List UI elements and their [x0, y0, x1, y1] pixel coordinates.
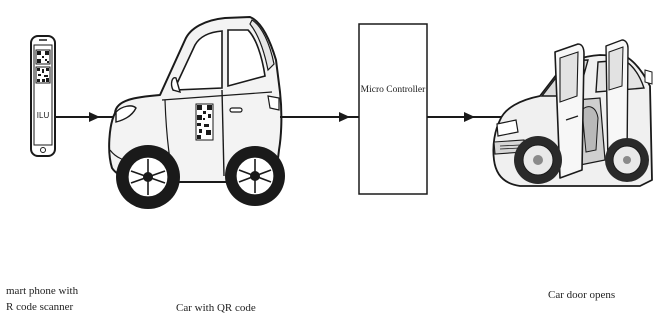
open-car-rear-wheel-icon [605, 138, 649, 182]
car-with-qr-code [109, 17, 285, 209]
phone-caption: mart phone with R code scanner [6, 283, 96, 315]
arrow-controller-to-open-car [427, 112, 502, 122]
qr-car-caption: Car with QR code [176, 300, 256, 316]
phone-screen-text: ILU [37, 111, 50, 120]
car-front-wheel-icon [116, 145, 180, 209]
phone-caption-line-1: mart phone with [6, 283, 96, 299]
micro-controller-box: Micro Controller [359, 24, 427, 194]
car-rear-wheel-icon [225, 146, 285, 206]
open-car-caption: Car door opens [548, 287, 615, 303]
phone-caption-line-2: R code scanner [6, 299, 96, 315]
car-door-open [493, 40, 652, 186]
micro-controller-label: Micro Controller [361, 85, 426, 95]
open-car-front-wheel-icon [514, 136, 562, 184]
car-qr-code-icon [196, 104, 213, 140]
smartphone-icon: ILU [31, 36, 55, 156]
arrow-car-to-controller [280, 112, 359, 122]
